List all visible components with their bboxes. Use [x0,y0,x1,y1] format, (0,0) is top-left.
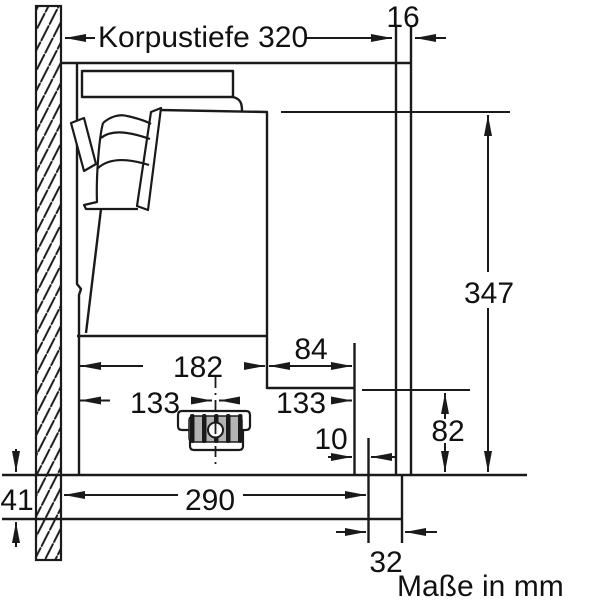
pullout-front-slant [84,208,103,334]
dim-label-10: 10 [314,423,347,456]
flap-cartridge-top [102,114,152,125]
blower-box-top-right [159,108,269,389]
power-connector [176,377,252,469]
dim-label-347: 347 [464,277,514,310]
flap-band-1 [100,131,151,141]
damper-flap-assembly [69,106,163,212]
flap-cartridge-left [82,122,138,211]
dim-label-41: 41 [0,484,33,517]
dim-label-133-right: 133 [276,387,326,420]
dim-label-82: 82 [431,415,464,448]
flap-inner-panel [135,106,163,212]
dim-label-290: 290 [185,484,235,517]
dim-label-korpustiefe: Korpustiefe 320 [98,21,308,54]
dim-label-182: 182 [173,351,223,384]
dimension-lines [12,34,510,547]
dim-label-32: 32 [369,546,402,579]
dimension-labels: Korpustiefe 320 16 347 84 182 133 133 10… [0,1,563,600]
units-note: Maße in mm [397,570,564,600]
dim-label-133-left: 133 [130,387,180,420]
dim-label-16: 16 [386,1,419,34]
wall-section [34,4,63,562]
flap-band-2 [96,159,150,170]
mounting-channel [80,69,235,99]
dim-label-84: 84 [294,333,327,366]
hood-left-edge [75,64,83,474]
wall-hatch [34,4,63,562]
hood-outline [2,25,527,543]
flap-blade [69,116,98,173]
channel-step [232,95,244,112]
